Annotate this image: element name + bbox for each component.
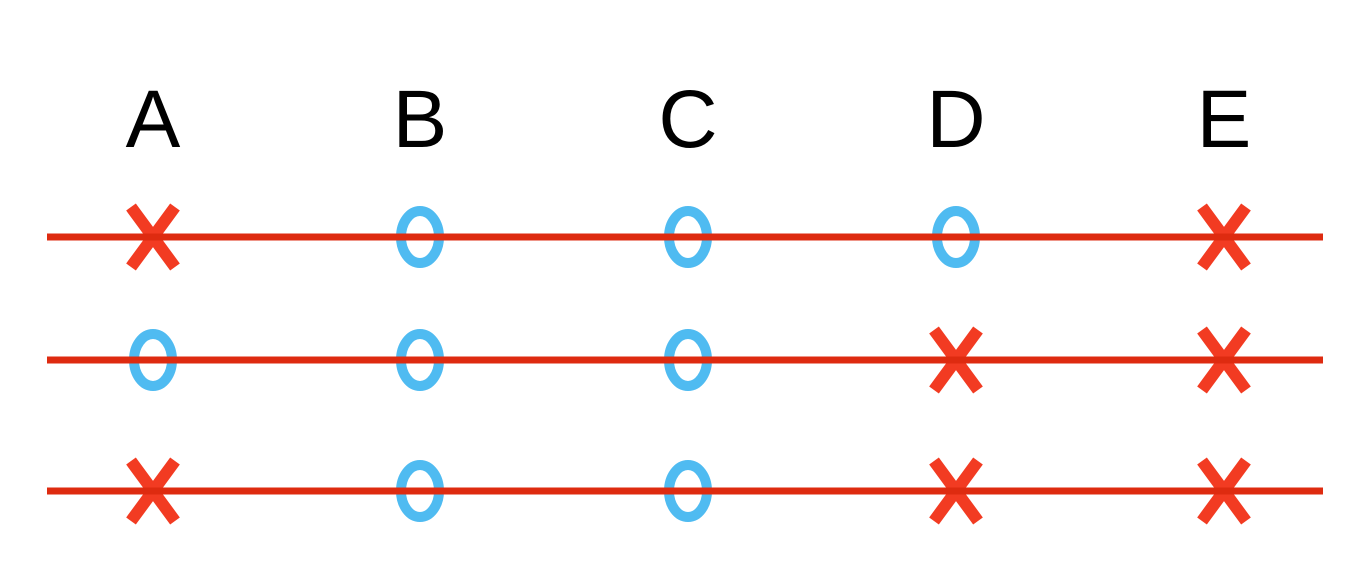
column-label-a: A (126, 74, 181, 165)
column-label-b: B (393, 74, 448, 165)
column-label-e: E (1197, 74, 1252, 165)
column-label-d: D (926, 74, 985, 165)
column-label-c: C (658, 74, 717, 165)
